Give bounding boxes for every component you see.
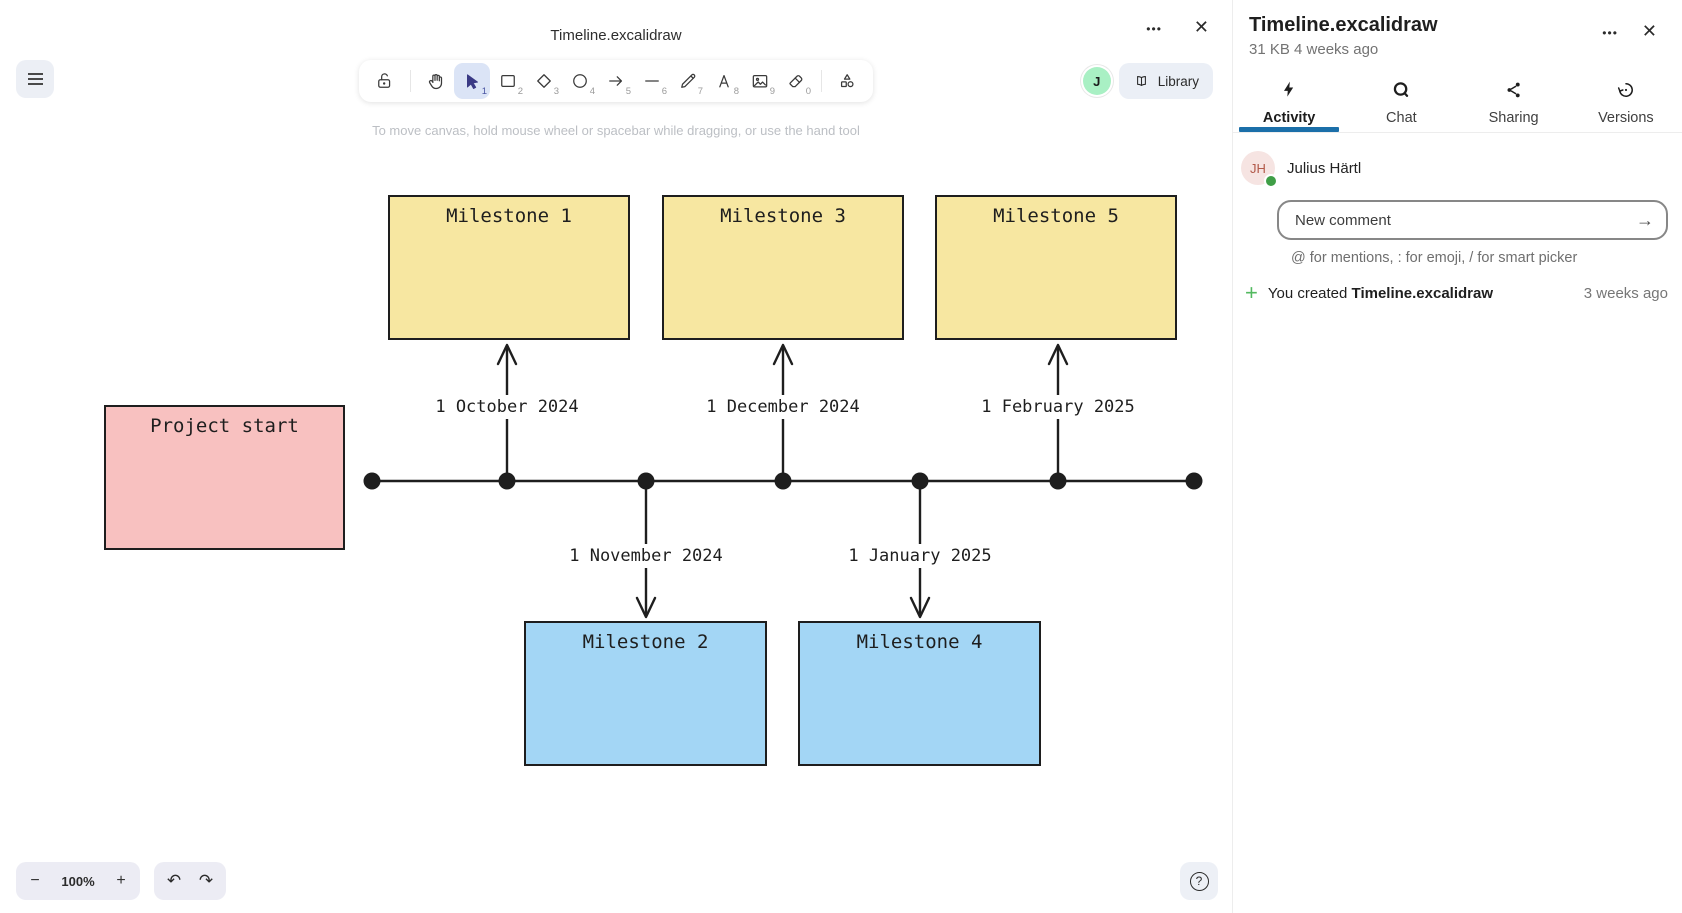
lock-tool-button[interactable]	[367, 63, 403, 99]
tab-sharing[interactable]: Sharing	[1458, 74, 1570, 132]
tab-versions[interactable]: Versions	[1570, 74, 1682, 132]
ellipse-icon	[573, 74, 587, 88]
eraser-tool-button[interactable]: 0	[778, 63, 814, 99]
zoom-controls: − 100% +	[16, 862, 140, 900]
lightning-bolt-icon	[1279, 80, 1299, 105]
sidebar-actions-menu-button[interactable]: •••	[1598, 18, 1622, 44]
date-label[interactable]: 1 November 2024	[562, 544, 730, 568]
text-tool-button[interactable]: 8	[706, 63, 742, 99]
shapes-tool-button[interactable]	[829, 63, 865, 99]
milestone-4-box[interactable]: Milestone 4	[798, 621, 1041, 766]
main-menu-button[interactable]	[16, 60, 54, 98]
activity-entry: + You created Timeline.excalidraw 3 week…	[1241, 280, 1668, 305]
activity-entry-text: You created Timeline.excalidraw	[1267, 284, 1494, 302]
undo-button[interactable]: ↶	[158, 866, 190, 896]
rectangle-icon	[501, 74, 515, 88]
help-button[interactable]: ?	[1180, 862, 1218, 900]
milestone-3-box[interactable]: Milestone 3	[662, 195, 904, 340]
file-details-sidebar: Timeline.excalidraw 31 KB 4 weeks ago ••…	[1232, 0, 1682, 913]
history-restore-icon	[1616, 80, 1636, 105]
viewer-header-actions: ••• ✕	[1142, 14, 1214, 40]
share-icon	[1504, 80, 1524, 105]
hand-icon	[428, 74, 443, 90]
question-mark-icon: ?	[1189, 871, 1209, 891]
talk-bubble-icon	[1391, 80, 1411, 105]
activity-entry-time: 3 weeks ago	[1583, 284, 1668, 302]
selection-tool-button[interactable]: 1	[454, 63, 490, 99]
eraser-icon	[789, 75, 803, 88]
excalidraw-canvas[interactable]: Timeline.excalidraw ••• ✕ 1	[0, 0, 1232, 913]
image-tool-button[interactable]: 9	[742, 63, 778, 99]
book-icon	[1136, 75, 1146, 86]
hand-tool-button[interactable]	[418, 63, 454, 99]
milestone-5-box[interactable]: Milestone 5	[935, 195, 1177, 340]
selection-cursor-icon	[467, 74, 478, 90]
lock-open-icon	[378, 73, 391, 88]
collaborator-avatar[interactable]: J	[1082, 67, 1111, 95]
new-comment-input[interactable]	[1277, 200, 1668, 240]
zoom-in-button[interactable]: +	[106, 866, 136, 896]
active-tab-underline	[1239, 127, 1340, 132]
viewer-close-button[interactable]: ✕	[1190, 14, 1214, 40]
date-label[interactable]: 1 January 2025	[841, 544, 999, 568]
tab-chat[interactable]: Chat	[1345, 74, 1457, 132]
user-avatar: JH	[1241, 151, 1278, 188]
line-tool-button[interactable]: 6	[634, 63, 670, 99]
hamburger-icon	[27, 78, 43, 80]
viewer-title: Timeline.excalidraw	[550, 27, 682, 44]
sidebar-tabs: Activity Chat Sharing Versions	[1233, 74, 1682, 133]
tool-toolbar: 1 2 3 4 5 6 7	[359, 60, 873, 102]
zoom-out-button[interactable]: −	[20, 866, 50, 896]
diamond-icon	[537, 74, 551, 88]
extra-shapes-icon	[840, 74, 854, 88]
online-status-dot	[1264, 174, 1278, 188]
comment-hint-text: @ for mentions, : for emoji, / for smart…	[1291, 250, 1578, 266]
draw-tool-button[interactable]: 7	[670, 63, 706, 99]
activity-panel: JH Julius Härtl → @ for mentions, : for …	[1233, 133, 1682, 305]
milestone-2-box[interactable]: Milestone 2	[524, 621, 767, 766]
sidebar-file-title: Timeline.excalidraw	[1249, 14, 1438, 36]
image-icon	[752, 74, 768, 88]
sidebar-close-button[interactable]: ✕	[1638, 18, 1662, 44]
arrow-tool-button[interactable]: 5	[598, 63, 634, 99]
toolbar-divider	[410, 70, 411, 92]
submit-comment-button[interactable]: →	[1630, 205, 1660, 235]
file-size-and-date: 31 KB 4 weeks ago	[1249, 41, 1379, 58]
text-icon	[719, 74, 729, 88]
date-label[interactable]: 1 December 2024	[699, 395, 867, 419]
tab-activity[interactable]: Activity	[1233, 74, 1345, 132]
redo-button[interactable]: ↷	[190, 866, 222, 896]
canvas-hint-text: To move canvas, hold mouse wheel or spac…	[372, 123, 860, 138]
plus-icon: +	[1245, 280, 1258, 305]
date-label[interactable]: 1 October 2024	[428, 395, 586, 419]
date-label[interactable]: 1 February 2025	[974, 395, 1142, 419]
arrow-icon	[609, 76, 623, 86]
project-start-box[interactable]: Project start	[104, 405, 345, 550]
diamond-tool-button[interactable]: 3	[526, 63, 562, 99]
pencil-icon	[681, 73, 696, 88]
milestone-1-box[interactable]: Milestone 1	[388, 195, 630, 340]
library-button[interactable]: Library	[1118, 63, 1213, 99]
viewer-menu-button[interactable]: •••	[1142, 14, 1166, 40]
zoom-level[interactable]: 100%	[61, 873, 95, 889]
toolbar-divider	[821, 70, 822, 92]
rectangle-tool-button[interactable]: 2	[490, 63, 526, 99]
ellipse-tool-button[interactable]: 4	[562, 63, 598, 99]
arrow-right-icon: →	[1636, 209, 1654, 230]
line-icon	[645, 80, 659, 82]
history-controls: ↶ ↷	[154, 862, 226, 900]
user-name: Julius Härtl	[1287, 159, 1362, 177]
